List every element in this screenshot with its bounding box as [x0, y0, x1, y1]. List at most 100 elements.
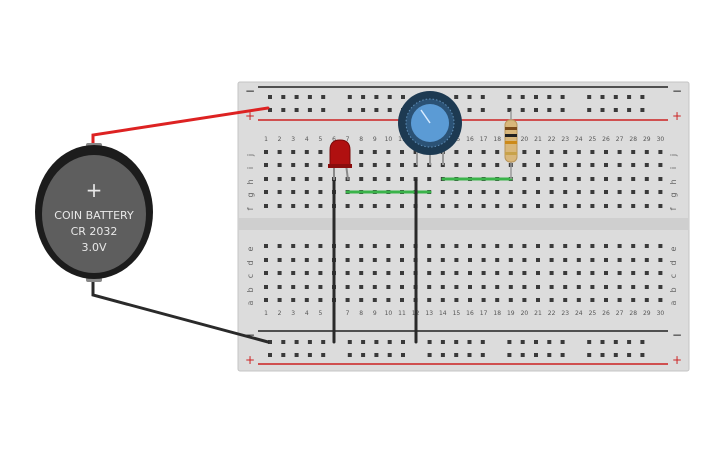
rail-hole-top-plus[interactable] — [374, 108, 379, 112]
hole-e-13[interactable] — [427, 244, 432, 248]
rail-hole-top-plus[interactable] — [613, 108, 618, 112]
hole-j-2[interactable] — [277, 150, 282, 154]
hole-g-18[interactable] — [495, 190, 500, 194]
hole-i-5[interactable] — [318, 163, 323, 167]
hole-i-8[interactable] — [359, 163, 364, 167]
rail-hole-bottom-minus[interactable] — [600, 340, 605, 344]
hole-h-1[interactable] — [264, 177, 268, 181]
hole-b-14[interactable] — [440, 285, 445, 289]
hole-g-20[interactable] — [522, 190, 527, 194]
hole-e-15[interactable] — [454, 244, 459, 248]
hole-c-7[interactable] — [345, 271, 350, 275]
hole-h-26[interactable] — [604, 177, 608, 181]
hole-e-7[interactable] — [345, 244, 350, 248]
rail-hole-bottom-plus[interactable] — [427, 353, 432, 357]
hole-g-15[interactable] — [454, 190, 459, 194]
hole-b-9[interactable] — [372, 285, 377, 289]
hole-h-5[interactable] — [318, 177, 323, 181]
hole-c-22[interactable] — [549, 271, 554, 275]
hole-i-10[interactable] — [386, 163, 391, 167]
hole-h-2[interactable] — [277, 177, 282, 181]
hole-d-15[interactable] — [454, 258, 459, 262]
hole-f-18[interactable] — [495, 204, 500, 208]
hole-h-27[interactable] — [617, 177, 622, 181]
hole-j-22[interactable] — [549, 150, 554, 154]
hole-b-7[interactable] — [345, 285, 350, 289]
rail-hole-bottom-plus[interactable] — [268, 353, 272, 357]
hole-i-22[interactable] — [549, 163, 554, 167]
rail-hole-bottom-minus[interactable] — [587, 340, 592, 344]
hole-f-2[interactable] — [277, 204, 282, 208]
hole-a-8[interactable] — [359, 298, 364, 302]
hole-j-16[interactable] — [468, 150, 472, 154]
hole-d-25[interactable] — [590, 258, 595, 262]
hole-b-1[interactable] — [264, 285, 268, 289]
rail-hole-top-minus[interactable] — [507, 95, 512, 99]
hole-b-24[interactable] — [576, 285, 581, 289]
rail-hole-bottom-plus[interactable] — [507, 353, 512, 357]
hole-d-21[interactable] — [536, 258, 540, 262]
hole-g-5[interactable] — [318, 190, 323, 194]
hole-e-26[interactable] — [604, 244, 608, 248]
hole-c-13[interactable] — [427, 271, 432, 275]
hole-f-4[interactable] — [304, 204, 309, 208]
hole-h-29[interactable] — [644, 177, 649, 181]
hole-j-18[interactable] — [495, 150, 500, 154]
rail-hole-top-plus[interactable] — [268, 108, 272, 112]
hole-i-23[interactable] — [563, 163, 568, 167]
hole-g-21[interactable] — [536, 190, 540, 194]
rail-hole-bottom-plus[interactable] — [613, 353, 618, 357]
hole-c-26[interactable] — [604, 271, 608, 275]
hole-h-13[interactable] — [427, 177, 432, 181]
rail-hole-top-plus[interactable] — [640, 108, 645, 112]
hole-c-14[interactable] — [440, 271, 445, 275]
hole-c-17[interactable] — [481, 271, 486, 275]
hole-e-11[interactable] — [400, 244, 404, 248]
hole-d-16[interactable] — [468, 258, 472, 262]
hole-j-8[interactable] — [359, 150, 364, 154]
hole-c-21[interactable] — [536, 271, 540, 275]
rail-hole-top-plus[interactable] — [507, 108, 512, 112]
hole-b-30[interactable] — [658, 285, 663, 289]
hole-h-23[interactable] — [563, 177, 568, 181]
hole-j-5[interactable] — [318, 150, 323, 154]
rail-hole-bottom-minus[interactable] — [454, 340, 459, 344]
hole-c-29[interactable] — [644, 271, 649, 275]
rail-hole-top-plus[interactable] — [361, 108, 366, 112]
hole-b-4[interactable] — [304, 285, 309, 289]
hole-i-16[interactable] — [468, 163, 472, 167]
hole-f-7[interactable] — [345, 204, 350, 208]
breadboard[interactable]: − + − + − + − + 123456789101112131415161… — [237, 81, 690, 372]
hole-a-7[interactable] — [345, 298, 350, 302]
hole-j-29[interactable] — [644, 150, 649, 154]
rail-hole-top-minus[interactable] — [467, 95, 472, 99]
hole-a-18[interactable] — [495, 298, 500, 302]
hole-f-14[interactable] — [440, 204, 445, 208]
hole-i-3[interactable] — [291, 163, 296, 167]
rail-hole-bottom-plus[interactable] — [600, 353, 605, 357]
hole-c-20[interactable] — [522, 271, 527, 275]
rail-hole-top-plus[interactable] — [600, 108, 605, 112]
rail-hole-top-plus[interactable] — [627, 108, 632, 112]
rail-hole-bottom-plus[interactable] — [401, 353, 405, 357]
hole-c-2[interactable] — [277, 271, 282, 275]
hole-j-15[interactable] — [454, 150, 459, 154]
rail-hole-top-plus[interactable] — [534, 108, 538, 112]
rail-hole-bottom-minus[interactable] — [640, 340, 645, 344]
rail-hole-bottom-minus[interactable] — [547, 340, 552, 344]
hole-h-20[interactable] — [522, 177, 527, 181]
hole-a-1[interactable] — [264, 298, 268, 302]
hole-j-10[interactable] — [386, 150, 391, 154]
hole-i-28[interactable] — [631, 163, 636, 167]
rail-hole-bottom-minus[interactable] — [613, 340, 618, 344]
rail-hole-top-minus[interactable] — [454, 95, 459, 99]
hole-d-19[interactable] — [508, 258, 513, 262]
rail-hole-bottom-plus[interactable] — [374, 353, 379, 357]
hole-g-19[interactable] — [508, 190, 513, 194]
rail-hole-bottom-plus[interactable] — [547, 353, 552, 357]
hole-b-17[interactable] — [481, 285, 486, 289]
hole-h-11[interactable] — [400, 177, 404, 181]
hole-e-22[interactable] — [549, 244, 554, 248]
